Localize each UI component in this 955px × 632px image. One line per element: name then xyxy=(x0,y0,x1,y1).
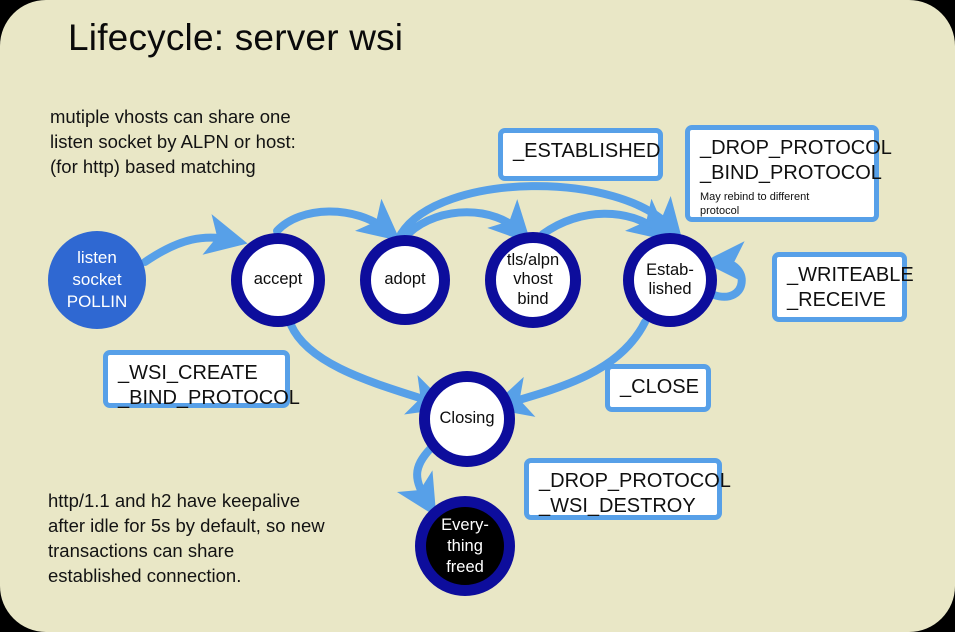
edge-closing-to-freed xyxy=(396,444,437,517)
edge-listen-to-accept xyxy=(141,214,248,266)
callout-wsi-create-cb: _WSI_CREATE _BIND_PROTOCOL xyxy=(103,350,300,409)
callout-title: _CLOSE xyxy=(620,376,699,398)
callout-writeable-cb: _WRITEABLE _RECEIVE xyxy=(772,252,914,322)
callout-drop-destroy-cb: _DROP_PROTOCOL _WSI_DESTROY xyxy=(524,458,731,520)
callout-title: _DROP_PROTOCOL _WSI_DESTROY xyxy=(539,470,731,517)
state-node-adopt: adopt xyxy=(360,235,450,325)
callout-close-cb: _CLOSE xyxy=(605,364,711,412)
callout-title: _WSI_CREATE _BIND_PROTOCOL xyxy=(118,362,300,409)
edge-established-self-loop xyxy=(703,241,746,301)
state-node-listen: listen socket POLLIN xyxy=(48,231,146,329)
edge-accept-to-adopt xyxy=(273,198,401,242)
state-node-freed: Every- thing freed xyxy=(415,496,515,596)
state-node-accept: accept xyxy=(231,233,325,327)
callout-title: _DROP_PROTOCOL _BIND_PROTOCOL xyxy=(700,137,892,184)
edge-accept-to-closing xyxy=(287,321,451,415)
state-node-established: Estab- lished xyxy=(623,233,717,327)
callout-title: _ESTABLISHED xyxy=(513,140,661,162)
note-keepalive: http/1.1 and h2 have keepalive after idl… xyxy=(48,490,325,586)
note-vhosts: mutiple vhosts can share one listen sock… xyxy=(50,106,296,177)
state-node-tls-alpn: tls/alpn vhost bind xyxy=(485,232,581,328)
page-title: Lifecycle: server wsi xyxy=(68,17,404,58)
callout-subtext: May rebind to different protocol xyxy=(700,191,810,217)
callout-title: _WRITEABLE _RECEIVE xyxy=(787,264,914,311)
state-node-closing: Closing xyxy=(419,371,515,467)
callout-drop-bind-cb: _DROP_PROTOCOL _BIND_PROTOCOL May rebind … xyxy=(685,125,892,222)
edge-adopt-to-tls xyxy=(405,199,532,244)
callout-established-cb: _ESTABLISHED xyxy=(498,128,663,181)
edge-adopt-to-established xyxy=(397,182,683,241)
edge-tls-to-established xyxy=(539,198,671,242)
